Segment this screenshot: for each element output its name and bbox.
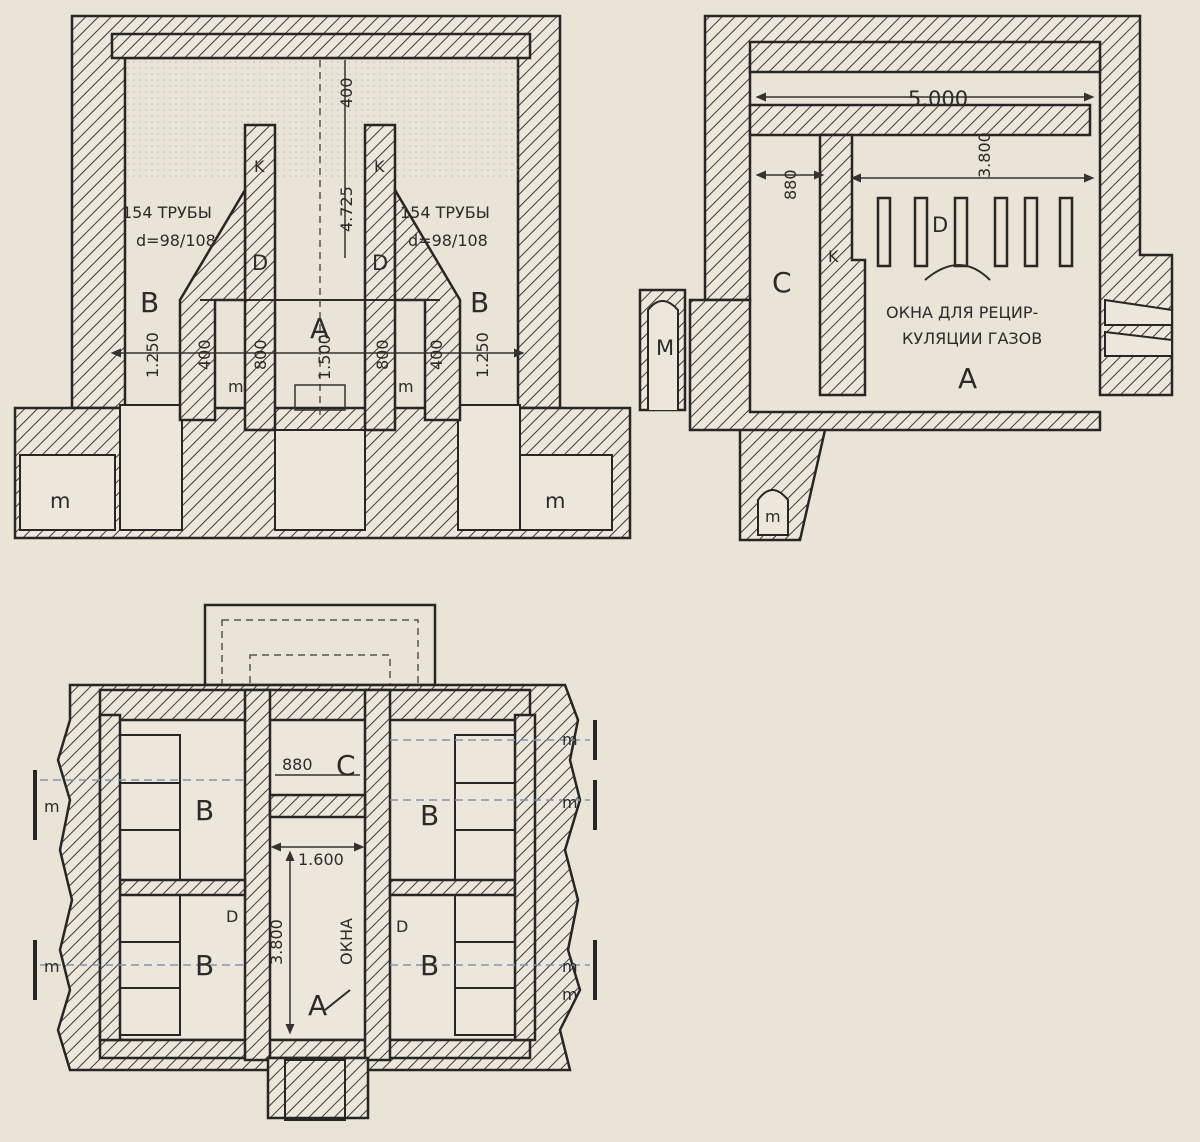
right-roof-slab [748,40,1102,74]
right-burners [1104,298,1173,357]
right-dim-width: 5.000 [908,87,968,111]
plan-bottom-slot [284,1059,346,1121]
left-label-d-left: D [252,251,268,275]
plan-dim-3800: 3.800 [267,919,286,965]
left-gas-space [125,58,518,178]
right-label-k: K [828,247,839,266]
left-label-k-right: K [374,157,385,176]
left-cross-section: A B B D D K K m m m m 154 ТРУБЫ 154 ТРУБ… [13,14,632,540]
plan-m-label-5: m [562,957,578,976]
plan-top-wall [98,688,532,722]
left-dim-left-2: 400 [195,339,214,370]
right-dim-880: 880 [781,169,800,200]
left-diameter-right: d=98/108 [408,231,488,250]
plan-view: B B B B C A D D 880 1.600 3.800 ОКНА m m… [33,603,597,1121]
right-dim-3800: 3.800 [975,132,994,178]
plan-pipe-stubs [33,720,597,1000]
left-roof-slab [110,32,532,60]
left-dim-left-1: 1.250 [143,332,162,378]
left-label-b-left: B [140,286,159,319]
left-tubes-label-right: 154 ТРУБЫ [400,203,490,222]
right-caption-line2: КУЛЯЦИИ ГАЗОВ [902,329,1042,348]
left-diameter-left: d=98/108 [136,231,216,250]
right-m-duct-arch [647,300,679,410]
plan-center-wall-l [243,688,272,1062]
plan-m-label-4: m [562,793,578,812]
left-label-m-right: m [545,489,565,513]
right-label-m-upper: M [656,336,674,360]
plan-label-okna: ОКНА [337,918,356,965]
plan-m-label-1: m [44,797,60,816]
plan-bottom-wall [98,1038,532,1060]
plan-label-b-top-left: B [195,794,214,827]
left-label-a: A [310,312,329,345]
right-label-c: C [772,266,792,299]
plan-center-wall-r [363,688,392,1062]
plan-divider-r [388,878,517,897]
left-recess-left [119,404,183,531]
right-cross-section: 5.000 880 3.800 C D K M A m ОКНА ДЛЯ РЕЦ… [638,14,1174,542]
plan-flue-box [203,603,437,687]
plan-label-c: C [336,749,356,782]
left-dim-left-3: 800 [251,339,270,370]
left-recess-right [457,404,521,531]
plan-dim-1600: 1.600 [298,850,344,869]
left-label-m-mid-right: m [398,377,414,396]
left-label-b-right: B [470,286,489,319]
right-recirculation-windows [876,196,1074,268]
plan-m-label-3: m [562,730,578,749]
right-label-a: A [958,362,977,395]
left-burner-box [294,384,346,411]
plan-label-b-top-right: B [420,799,439,832]
plan-label-d-right: D [396,917,408,936]
right-partition [818,133,867,397]
left-label-d-right: D [372,251,388,275]
left-dim-right-1: 800 [373,339,392,370]
right-caption-line1: ОКНА ДЛЯ РЕЦИР- [886,303,1038,322]
plan-label-a: A [308,989,327,1022]
left-label-m-left: m [50,489,70,513]
right-label-d: D [932,213,948,237]
right-inner-roof [748,103,1092,137]
left-dim-right-3: 1.250 [473,332,492,378]
plan-dim-880: 880 [282,755,313,774]
plan-tube-bank-left [119,734,181,1036]
left-dim-top: 400 [337,77,356,108]
left-label-k-left: K [254,157,265,176]
plan-center-cross [268,793,367,819]
right-floor [688,298,1102,542]
plan-m-label-2: m [44,957,60,976]
plan-label-b-bottom-left: B [195,949,214,982]
left-dim-height: 4.725 [337,186,356,232]
plan-label-b-bottom-right: B [420,949,439,982]
left-channel-right [519,454,613,531]
plan-side-wall-r [513,713,537,1042]
left-channel-left [19,454,116,531]
plan-divider-l [118,878,247,897]
left-label-m-mid-left: m [228,377,244,396]
plan-bottom-entrance [266,1056,370,1120]
right-m-bottom-duct [757,489,789,536]
plan-side-wall-l [98,713,122,1042]
plan-m-label-6: m [562,985,578,1004]
right-label-m-lower: m [765,507,781,526]
left-foundation-pit [274,429,366,531]
left-dim-center: 1.500 [315,334,334,380]
left-dim-right-2: 400 [427,339,446,370]
plan-inner-frame [98,713,532,1042]
left-tubes-label-left: 154 ТРУБЫ [122,203,212,222]
plan-label-d-left: D [226,907,238,926]
